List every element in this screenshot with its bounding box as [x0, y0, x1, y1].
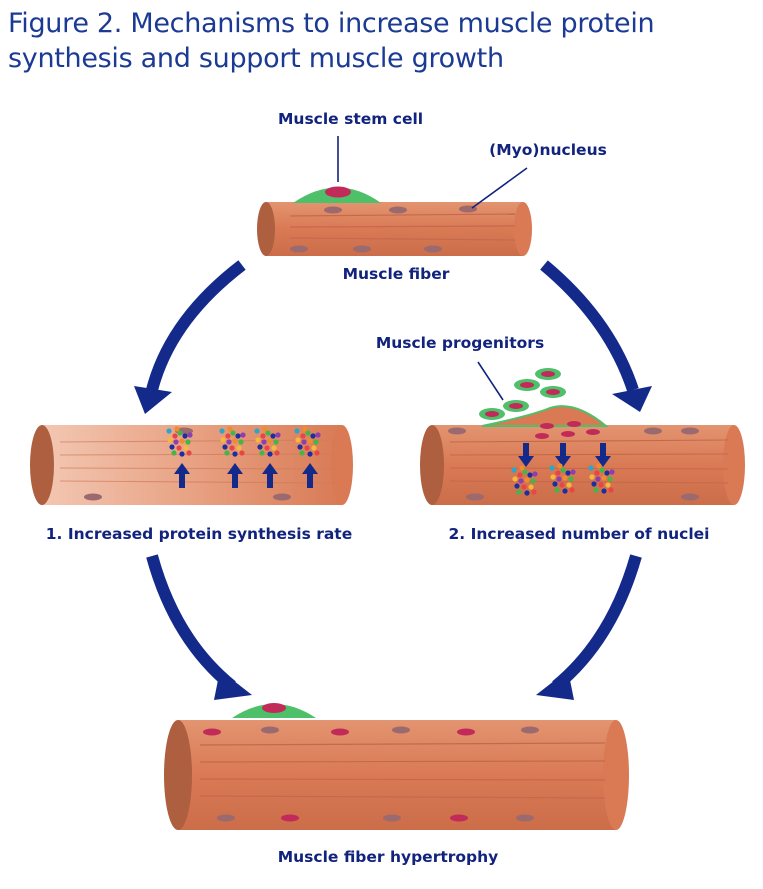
- stem-cell-top: [293, 186, 381, 203]
- up-arrows-left: [174, 463, 318, 488]
- muscle-fiber-right: [420, 405, 745, 505]
- muscle-fiber-left: [30, 425, 353, 505]
- arrow-fiber-to-mechanism-2: [540, 260, 639, 392]
- figure-title-line-2: synthesis and support muscle growth: [8, 43, 504, 74]
- muscle-progenitor-cells: [479, 368, 566, 420]
- mechanism-2-label: 2. Increased number of nuclei: [448, 525, 710, 543]
- arrowhead-4: [536, 670, 574, 700]
- myonucleus-pointer: [471, 167, 528, 209]
- muscle-fiber-bottom: [164, 703, 629, 830]
- myonuclei-bottom: [203, 726, 539, 822]
- figure-title: Figure 2. Mechanisms to increase muscle …: [8, 6, 758, 76]
- myonucleus-label: (Myo)nucleus: [489, 141, 607, 159]
- hypertrophy-label: Muscle fiber hypertrophy: [277, 848, 499, 866]
- arrow-mechanism-1-to-hypertrophy: [146, 554, 236, 691]
- progenitors-label: Muscle progenitors: [375, 334, 545, 352]
- arrowhead-2: [612, 386, 652, 412]
- figure-title-line-1: Figure 2. Mechanisms to increase muscle …: [8, 8, 655, 39]
- progenitors-pointer: [477, 361, 504, 401]
- arrowhead-1: [134, 386, 172, 414]
- progenitor-mound: [481, 405, 609, 439]
- stem-cell-bottom: [232, 703, 316, 718]
- arrowhead-3: [214, 670, 252, 700]
- muscle-fiber-top: [257, 186, 532, 256]
- myonuclei-top: [290, 205, 477, 253]
- down-arrows-right: [518, 443, 611, 467]
- arrow-mechanism-2-to-hypertrophy: [552, 554, 642, 691]
- stem-cell-label: Muscle stem cell: [278, 110, 424, 128]
- mechanism-1-label: 1. Increased protein synthesis rate: [45, 525, 353, 543]
- muscle-fiber-label: Muscle fiber: [342, 265, 450, 283]
- arrow-fiber-to-mechanism-1: [146, 260, 246, 392]
